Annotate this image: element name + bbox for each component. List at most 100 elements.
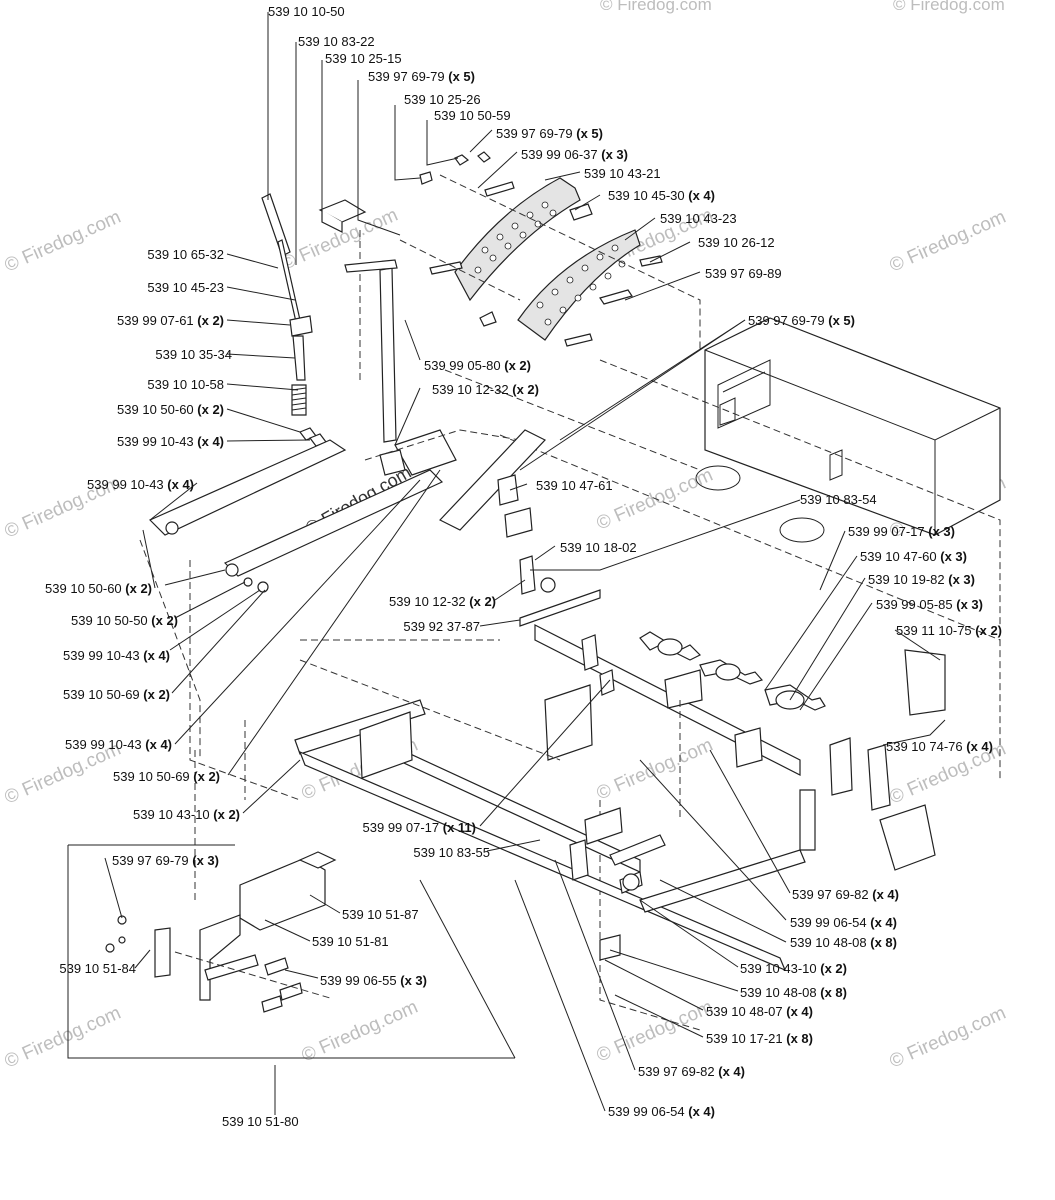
- part-number: 539 10 45-23: [147, 280, 224, 295]
- part-quantity: (x 2): [501, 358, 531, 373]
- part-callout-label: 539 10 43-21: [584, 166, 661, 181]
- mid-assembly: [439, 429, 946, 1031]
- part-callout-label: 539 10 45-30 (x 4): [608, 188, 715, 203]
- part-quantity: (x 8): [783, 1031, 813, 1046]
- part-number: 539 10 19-82: [868, 572, 945, 587]
- part-callout-label: 539 10 51-80: [222, 1114, 299, 1129]
- part-callout-label: 539 10 50-69 (x 2): [63, 687, 170, 702]
- part-number: 539 99 06-54: [790, 915, 867, 930]
- part-number: 539 10 48-07: [706, 1004, 783, 1019]
- part-number: 539 97 69-79: [496, 126, 573, 141]
- part-callout-label: 539 10 25-15: [325, 51, 402, 66]
- part-callout-label: 539 10 26-12: [698, 235, 775, 250]
- part-callout-label: 539 99 06-54 (x 4): [608, 1104, 715, 1119]
- part-number: 539 99 07-61: [117, 313, 194, 328]
- part-number: 539 99 06-55: [320, 973, 397, 988]
- part-callout-label: 539 10 45-23: [147, 280, 224, 295]
- part-callout-label: 539 99 10-43 (x 4): [63, 648, 170, 663]
- part-quantity: (x 4): [685, 188, 715, 203]
- part-number: 539 10 50-60: [45, 581, 122, 596]
- part-number: 539 99 10-43: [65, 737, 142, 752]
- watermark-text: © Firedog.com: [593, 465, 716, 535]
- watermark-text: © Firedog.com: [886, 1003, 1009, 1073]
- part-callout-label: 539 10 50-69 (x 2): [113, 769, 220, 784]
- part-number: 539 99 06-54: [608, 1104, 685, 1119]
- part-quantity: (x 3): [937, 549, 967, 564]
- part-number: 539 10 51-84: [59, 961, 136, 976]
- part-number: 539 10 25-15: [325, 51, 402, 66]
- part-quantity: (x 3): [953, 597, 983, 612]
- part-quantity: (x 2): [972, 623, 1002, 638]
- part-quantity: (x 4): [715, 1064, 745, 1079]
- part-number: 539 10 50-60: [117, 402, 194, 417]
- part-quantity: (x 3): [397, 973, 427, 988]
- watermark-text: © Firedog.com: [298, 997, 421, 1067]
- part-callout-label: 539 10 48-08 (x 8): [790, 935, 897, 950]
- part-callout-label: 539 11 10-75 (x 2): [896, 623, 1002, 638]
- part-callout-label: 539 10 25-26: [404, 92, 481, 107]
- part-number: 539 10 10-58: [147, 377, 224, 392]
- part-quantity: (x 2): [140, 687, 170, 702]
- part-number: 539 11 10-75: [896, 623, 972, 638]
- part-callout-label: 539 92 37-87: [403, 619, 480, 634]
- part-number: 539 10 26-12: [698, 235, 775, 250]
- part-number: 539 99 05-80: [424, 358, 501, 373]
- part-callout-label: 539 10 51-87: [342, 907, 419, 922]
- subassembly-inset: [67, 844, 515, 1059]
- part-callout-label: 539 10 47-61: [536, 478, 613, 493]
- part-callout-label: 539 97 69-79 (x 5): [748, 313, 855, 328]
- part-number: 539 97 69-82: [638, 1064, 715, 1079]
- part-callout-label: 539 10 74-76 (x 4): [886, 739, 993, 754]
- part-number: 539 10 18-02: [560, 540, 637, 555]
- part-callout-label: 539 10 51-81: [312, 934, 389, 949]
- part-callout-label: 539 10 51-84: [59, 961, 136, 976]
- part-number: 539 10 45-30: [608, 188, 685, 203]
- part-number: 539 10 51-87: [342, 907, 419, 922]
- part-quantity: (x 4): [963, 739, 993, 754]
- part-callout-label: 539 10 83-22: [298, 34, 375, 49]
- part-callout-label: 539 97 69-82 (x 4): [792, 887, 899, 902]
- part-number: 539 10 50-59: [434, 108, 511, 123]
- part-number: 539 10 65-32: [147, 247, 224, 262]
- watermark-text: © Firedog.com: [593, 735, 716, 805]
- part-callout-label: 539 10 43-10 (x 2): [133, 807, 240, 822]
- leader-lines: [104, 12, 946, 1115]
- part-number: 539 99 10-43: [63, 648, 140, 663]
- part-quantity: (x 3): [925, 524, 955, 539]
- part-number: 539 99 06-37: [521, 147, 598, 162]
- top-assembly: [318, 151, 701, 380]
- part-quantity: (x 2): [466, 594, 496, 609]
- part-callout-label: 539 97 69-79 (x 5): [368, 69, 475, 84]
- part-number: 539 99 10-43: [87, 477, 164, 492]
- part-number: 539 10 83-54: [800, 492, 877, 507]
- part-quantity: (x 2): [817, 961, 847, 976]
- part-callout-label: 539 10 83-54: [800, 492, 877, 507]
- part-quantity: (x 4): [685, 1104, 715, 1119]
- part-callout-label: 539 10 50-59: [434, 108, 511, 123]
- part-number: 539 92 37-87: [403, 619, 480, 634]
- part-callout-label: 539 10 10-50: [268, 4, 345, 19]
- lower-assembly: [194, 639, 816, 972]
- part-number: 539 10 50-69: [63, 687, 140, 702]
- part-number: 539 99 10-43: [117, 434, 194, 449]
- part-callout-label: 539 10 48-07 (x 4): [706, 1004, 813, 1019]
- part-callout-label: 539 10 17-21 (x 8): [706, 1031, 813, 1046]
- part-callout-label: 539 99 06-54 (x 4): [790, 915, 897, 930]
- part-callout-label: 539 10 12-32 (x 2): [389, 594, 496, 609]
- part-number: 539 10 50-50: [71, 613, 148, 628]
- part-number: 539 99 07-17: [848, 524, 925, 539]
- part-callout-label: 539 10 35-34: [155, 347, 232, 362]
- watermark-text: © Firedog.com: [600, 0, 712, 14]
- part-number: 539 10 83-55: [413, 845, 490, 860]
- part-number: 539 97 69-79: [368, 69, 445, 84]
- part-callout-label: 539 10 50-60 (x 2): [45, 581, 152, 596]
- part-callout-label: 539 10 47-60 (x 3): [860, 549, 967, 564]
- part-quantity: (x 4): [140, 648, 170, 663]
- part-quantity: (x 3): [189, 853, 219, 868]
- watermark-text: © Firedog.com: [1, 1003, 124, 1073]
- part-quantity: (x 2): [148, 613, 178, 628]
- part-quantity: (x 4): [142, 737, 172, 752]
- part-number: 539 97 69-89: [705, 266, 782, 281]
- part-number: 539 10 47-61: [536, 478, 613, 493]
- watermark-text: © Firedog.com: [1, 207, 124, 277]
